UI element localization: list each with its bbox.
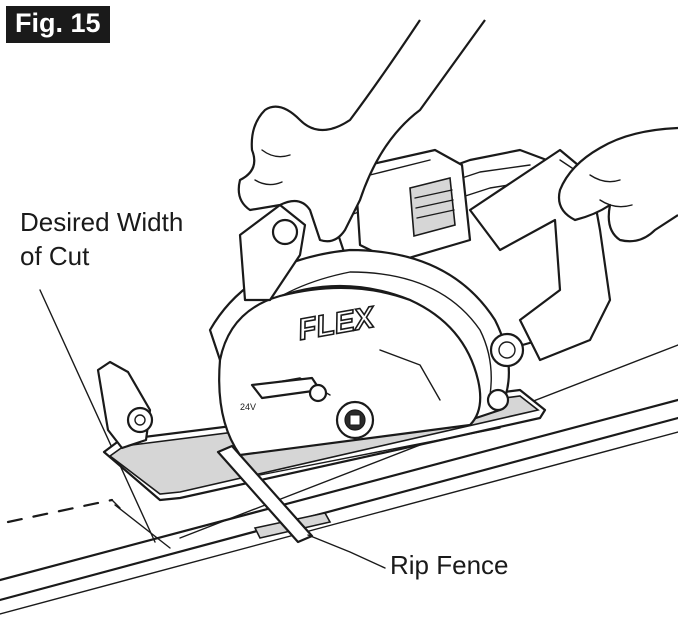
cut-line-dashed xyxy=(6,498,114,524)
callout-rip-fence: Rip Fence xyxy=(390,550,509,580)
right-hand xyxy=(557,126,678,243)
desired-width-leader xyxy=(39,289,156,543)
width-dimension-line xyxy=(111,499,171,549)
figure-label: Fig. 15 xyxy=(6,6,110,43)
front-handle-knob xyxy=(238,203,307,302)
left-hand xyxy=(237,19,486,243)
battery-pack xyxy=(353,148,472,264)
callout-desired-width-line2: of Cut xyxy=(20,240,90,271)
front-bevel-knob xyxy=(96,360,154,450)
callout-desired-width-line1: Desired Width xyxy=(20,207,184,237)
depth-adjust-knob xyxy=(486,332,525,412)
callout-desired-width: Desired Width of Cut xyxy=(20,206,183,274)
rip-fence-leader xyxy=(307,534,386,569)
lower-guard-lever xyxy=(250,376,328,403)
voltage-mark: 24V xyxy=(240,402,256,412)
saw-blade-face: FLEX 24V xyxy=(218,286,482,457)
